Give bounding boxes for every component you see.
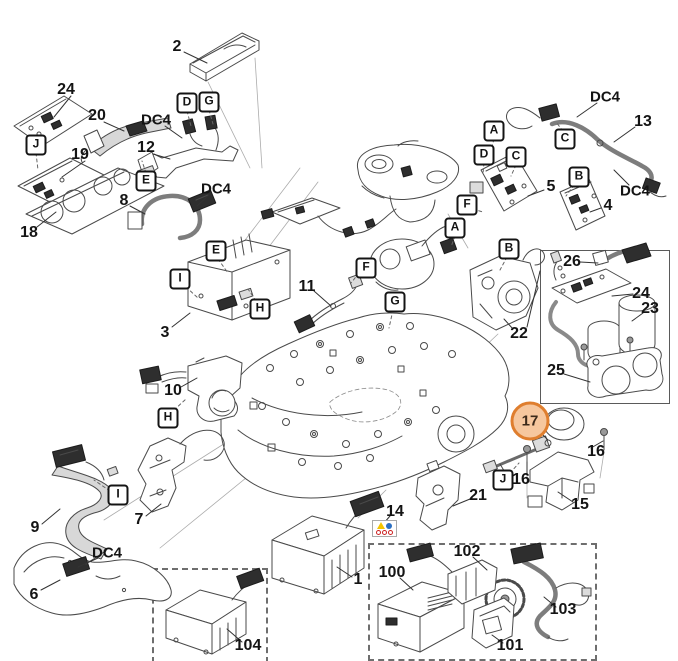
assembly-tag-e-3: E (135, 170, 157, 192)
part-label-23-15: 23 (641, 300, 659, 317)
inset-detail-contents-drawing (548, 242, 664, 398)
part-2-cover-drawing (189, 32, 260, 82)
prohibition-circle-icon (382, 530, 387, 535)
part-20-strap-drawing (80, 117, 172, 163)
part-label-10-17: 10 (164, 382, 182, 399)
warning-label-icon (372, 520, 397, 537)
part-6-cover-drawing (13, 542, 172, 616)
assembly-tag-h-16: H (249, 298, 271, 320)
assembly-tag-c-6: C (505, 146, 527, 168)
part-18-tray-drawing (25, 167, 165, 235)
connector-label-dc4-3: DC4 (589, 88, 621, 106)
part-label-22-12: 22 (510, 325, 528, 342)
part-label-103-30: 103 (549, 601, 577, 618)
assembly-tag-f-9: F (456, 194, 478, 216)
part-label-14-25: 14 (386, 503, 404, 520)
part-7-bracket-drawing (137, 429, 225, 513)
part-label-9-22: 9 (30, 519, 40, 536)
assembly-tag-g-15: G (384, 291, 406, 313)
assembly-tag-f-14: F (355, 257, 377, 279)
actuator-drawing (369, 225, 458, 291)
part-label-15-20: 15 (571, 496, 589, 513)
assembly-tag-c-7: C (554, 128, 576, 150)
highlighted-part-label-17: 17 (510, 401, 550, 441)
part-label-101-31: 101 (496, 637, 524, 654)
mandatory-circle-icon (386, 522, 392, 529)
prohibition-circle-icon (376, 530, 381, 535)
console-board-drawing (260, 197, 397, 238)
part-13-harness-drawing (506, 103, 667, 198)
part-label-24-1: 24 (57, 81, 75, 98)
part-label-25-16: 25 (547, 362, 565, 379)
console-drawing (356, 140, 460, 223)
part-3-electronics-box-drawing (187, 233, 291, 321)
part-1-battery-drawing (271, 490, 385, 595)
assembly-tag-a-4: A (483, 120, 505, 142)
part-15-cover-drawing (527, 451, 595, 511)
part-label-26-13: 26 (563, 253, 581, 270)
part-label-1-26: 1 (353, 571, 363, 588)
part-100-battery-drawing (377, 581, 465, 653)
part-label-16-18: 16 (587, 443, 605, 460)
connector-label-dc4-1: DC4 (140, 111, 172, 129)
part-label-20-2: 20 (88, 107, 106, 124)
warning-triangle-icon (377, 522, 385, 529)
battery-option-box-left (152, 568, 268, 661)
assembly-tag-d-5: D (473, 144, 495, 166)
part-17-linkage-drawing (482, 407, 585, 475)
part-10-sensor-drawing (139, 355, 243, 422)
assembly-tag-j-19: J (492, 469, 514, 491)
assembly-tag-b-11: B (498, 238, 520, 260)
part-label-2-0: 2 (172, 38, 182, 55)
prohibition-circle-icon (388, 530, 393, 535)
part-label-21-21: 21 (469, 487, 487, 504)
part-label-13-7: 13 (634, 113, 652, 130)
connector-label-dc4-5: DC4 (91, 544, 123, 562)
part-label-4-9: 4 (603, 197, 613, 214)
part-label-12-3: 12 (137, 139, 155, 156)
part-21-bracket-drawing (415, 460, 461, 531)
part-label-6-24: 6 (29, 586, 39, 603)
assembly-tag-e-12: E (205, 240, 227, 262)
part-label-16-19: 16 (512, 471, 530, 488)
part-24-board-drawing (13, 95, 93, 147)
part-label-19-4: 19 (71, 146, 89, 163)
assembly-tag-g-2: G (198, 91, 220, 113)
part-label-100-28: 100 (378, 564, 406, 581)
part-103-harness-drawing (510, 542, 592, 642)
part-label-102-29: 102 (453, 543, 481, 560)
part-101-bracket-drawing (471, 597, 515, 649)
assembly-tag-b-8: B (568, 166, 590, 188)
assembly-tag-j-0: J (25, 134, 47, 156)
part-label-7-23: 7 (134, 511, 144, 528)
connector-label-dc4-2: DC4 (200, 180, 232, 198)
part-label-8-5: 8 (119, 192, 129, 209)
part-104-battery-drawing (165, 567, 265, 655)
assembly-tag-i-18: I (107, 484, 129, 506)
part-label-24-14: 24 (632, 285, 650, 302)
assembly-tag-d-1: D (176, 92, 198, 114)
part-5-board-drawing (469, 152, 538, 212)
connector-label-dc4-4: DC4 (619, 182, 651, 200)
part-label-104-27: 104 (234, 637, 262, 654)
part-label-18-6: 18 (20, 224, 38, 241)
part-label-11-11: 11 (298, 278, 316, 295)
assembly-tag-i-13: I (169, 268, 191, 290)
battery-option-box-right (368, 543, 597, 661)
part-label-3-10: 3 (160, 324, 170, 341)
chassis-drawing (220, 312, 510, 499)
assembly-tag-a-10: A (444, 217, 466, 239)
part-22-gearbox-drawing (469, 248, 545, 331)
part-label-5-8: 5 (546, 178, 556, 195)
assembly-tag-h-17: H (157, 407, 179, 429)
